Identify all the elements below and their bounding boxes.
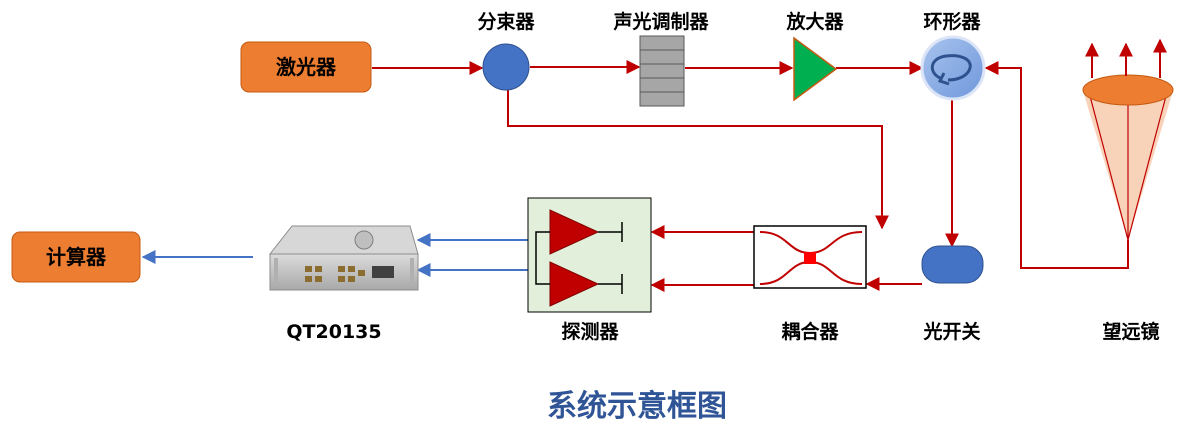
diagram-title: 系统示意框图 bbox=[547, 389, 727, 424]
telescope-node: 望远镜 bbox=[1082, 38, 1174, 343]
detector-wiring bbox=[535, 222, 623, 294]
computer-label: 计算器 bbox=[46, 245, 107, 269]
fan-grill-icon bbox=[354, 230, 374, 250]
computer-node: 计算器 bbox=[11, 231, 141, 283]
aom-label: 声光调制器 bbox=[612, 10, 709, 33]
telescope-output-beams bbox=[1085, 38, 1167, 78]
digitizer-connectors bbox=[305, 266, 365, 282]
circulator-node: 环形器 bbox=[920, 11, 986, 101]
coupler-node: 耦合器 bbox=[753, 225, 867, 343]
amplifier-label: 放大器 bbox=[785, 10, 844, 33]
digitizer-port bbox=[372, 266, 394, 278]
splitter-circle bbox=[482, 43, 530, 91]
circulator-arrow-icon bbox=[930, 54, 972, 82]
optical-switch-shape bbox=[921, 245, 984, 284]
coupler-label: 耦合器 bbox=[781, 320, 839, 343]
splitter-label: 分束器 bbox=[477, 11, 535, 33]
path-splitter-to-coupler bbox=[507, 90, 889, 230]
digitizer-top bbox=[268, 225, 419, 255]
aom-block bbox=[639, 35, 685, 107]
optical-paths bbox=[372, 60, 1129, 292]
telescope-lens bbox=[1082, 74, 1174, 106]
detector-label: 探测器 bbox=[561, 321, 619, 343]
laser-box bbox=[240, 41, 372, 93]
digitizer-label: QT20135 bbox=[286, 321, 381, 343]
splitter-node: 分束器 bbox=[477, 11, 535, 91]
amplifier-node: 放大器 bbox=[785, 10, 844, 102]
detector-node: 探测器 bbox=[527, 197, 652, 343]
path-telescope-to-circulator bbox=[984, 61, 1129, 269]
electrical-paths bbox=[141, 233, 528, 277]
coupler-junction bbox=[804, 252, 816, 264]
digitizer-node: QT20135 bbox=[268, 225, 419, 343]
telescope-rays bbox=[1089, 95, 1167, 241]
circulator-circle bbox=[920, 35, 986, 101]
optical-switch-node: 光开关 bbox=[921, 245, 984, 343]
amplifier-triangle bbox=[793, 36, 838, 102]
detector-panel bbox=[527, 197, 652, 313]
laser-label: 激光器 bbox=[276, 55, 337, 79]
optical-switch-label: 光开关 bbox=[922, 320, 980, 343]
circulator-label: 环形器 bbox=[923, 11, 981, 33]
computer-box bbox=[11, 231, 141, 283]
circulator-arrowhead bbox=[937, 72, 950, 86]
telescope-label: 望远镜 bbox=[1102, 320, 1159, 343]
laser-node: 激光器 bbox=[240, 41, 372, 93]
aom-node: 声光调制器 bbox=[612, 10, 709, 107]
